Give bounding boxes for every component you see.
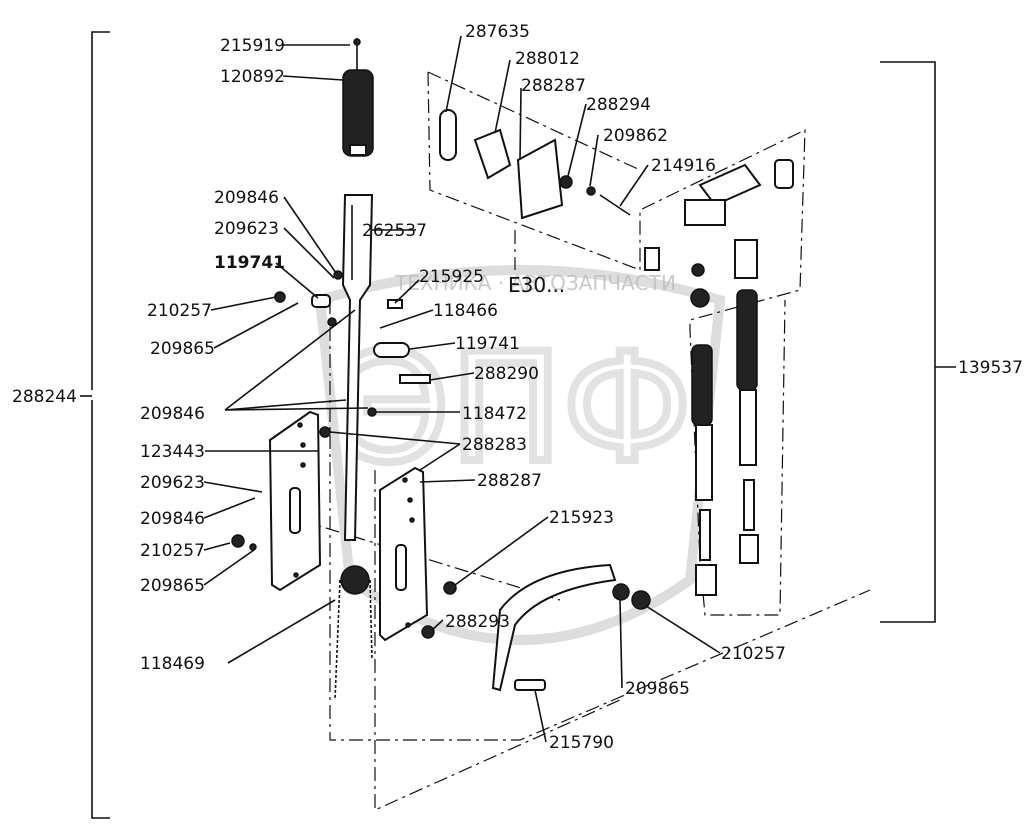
watermark-top-text: ТЕХНИКА · АВТОЗАПЧАСТИ	[394, 271, 676, 295]
label-288012: 288012	[515, 49, 580, 69]
label-123443: 123443	[140, 442, 205, 462]
chain-wheel-118469	[334, 565, 373, 701]
label-209846-c: 209846	[140, 509, 205, 529]
label-288287-b: 288287	[477, 471, 542, 491]
label-209865-a: 209865	[150, 339, 215, 359]
small-parts-center	[231, 270, 546, 691]
bracket-288244	[91, 31, 110, 819]
label-215925: 215925	[419, 267, 484, 287]
leader-lines	[80, 35, 956, 743]
handle-120892	[342, 69, 374, 157]
label-215790: 215790	[549, 733, 614, 753]
label-210257-c: 210257	[721, 644, 786, 664]
label-288244: 288244	[12, 387, 77, 407]
dashed-frames	[299, 71, 871, 811]
bracket-assembly-top	[439, 109, 631, 220]
label-118466: 118466	[433, 301, 498, 321]
label-119741-b: 119741	[455, 334, 520, 354]
label-288293: 288293	[445, 612, 510, 632]
center-marking: Е30...	[508, 273, 565, 297]
label-119741-a: 119741	[214, 253, 285, 273]
label-209862: 209862	[603, 126, 668, 146]
part-labels: 215919 120892 209846 209623 119741 21025…	[12, 22, 1023, 753]
label-209623-a: 209623	[214, 219, 279, 239]
label-215923: 215923	[549, 508, 614, 528]
bracket-139537	[880, 61, 936, 623]
label-209846-a: 209846	[214, 188, 279, 208]
label-118469: 118469	[140, 654, 205, 674]
label-139537: 139537	[958, 358, 1023, 378]
label-209846-b: 209846	[140, 404, 205, 424]
label-209865-b: 209865	[140, 576, 205, 596]
label-210257-a: 210257	[147, 301, 212, 321]
right-assembly-139537	[644, 159, 794, 596]
label-210257-b: 210257	[140, 541, 205, 561]
left-plate-123443	[268, 410, 322, 592]
label-287635: 287635	[465, 22, 530, 42]
label-262537: 262537	[362, 221, 427, 241]
right-plate-288287	[379, 466, 429, 642]
label-118472: 118472	[462, 404, 527, 424]
label-120892: 120892	[220, 67, 285, 87]
label-288287-a: 288287	[521, 76, 586, 96]
label-288290: 288290	[474, 364, 539, 384]
label-209865-c: 209865	[625, 679, 690, 699]
label-288294: 288294	[586, 95, 651, 115]
label-288283: 288283	[462, 435, 527, 455]
label-215919: 215919	[220, 36, 285, 56]
nuts-210257-209865	[612, 583, 651, 610]
label-209623-b: 209623	[140, 473, 205, 493]
cable-215923	[491, 563, 617, 692]
lever-262537	[341, 194, 374, 541]
label-214916: 214916	[651, 156, 716, 176]
screw-215919	[353, 38, 361, 70]
